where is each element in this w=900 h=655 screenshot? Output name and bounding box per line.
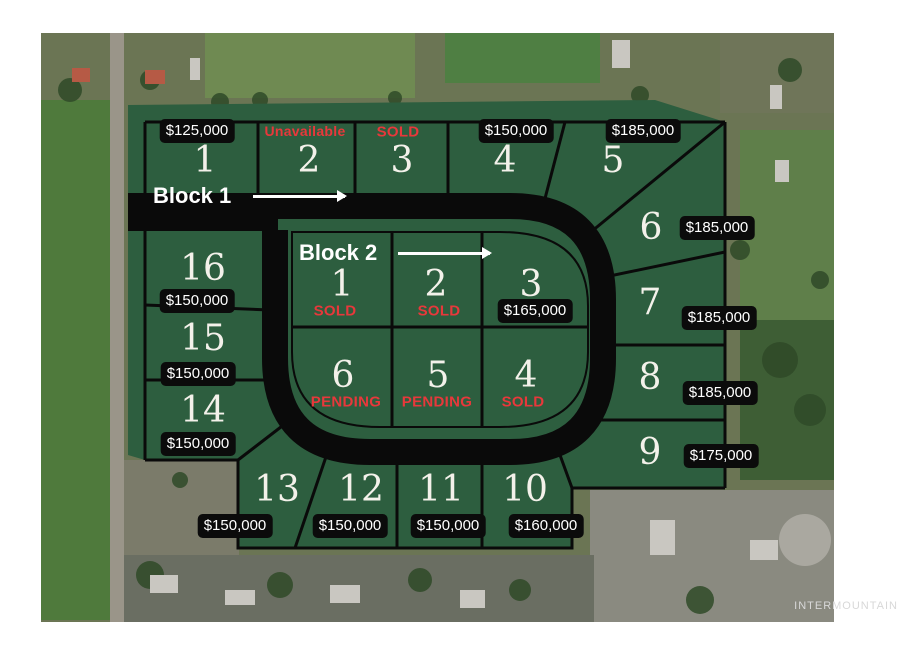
subdivision-map: Block 1 Block 2 1 $125,000 2 Unavailable… [41,33,834,622]
price-tag: $175,000 [683,444,759,468]
status-label: Unavailable [264,123,346,139]
price-tag: $185,000 [682,381,758,405]
lot-number: 14 [180,390,226,431]
lot-number: 9 [638,432,662,473]
lot-number: 3 [519,264,543,305]
price-tag: $185,000 [679,216,755,240]
status-label: SOLD [376,123,420,141]
price-tag: $150,000 [197,514,273,538]
lot-number: 4 [493,140,517,181]
lot-number: 6 [639,207,663,248]
lot-number: 2 [297,140,321,181]
lot-number: 3 [390,140,414,181]
block-2-label: Block 2 [299,240,378,265]
status-label: SOLD [313,302,357,320]
aerial-background [41,33,834,622]
block-1-label: Block 1 [153,183,232,208]
lot-number: 11 [418,469,464,510]
price-tag: $150,000 [410,514,486,538]
lot-number: 15 [180,318,226,359]
lot-number: 2 [424,264,448,305]
price-tag: $185,000 [605,119,681,143]
block-1-arrow-icon [253,190,347,202]
price-tag: $165,000 [497,299,573,323]
lot-number: 4 [514,355,538,396]
price-tag: $150,000 [478,119,554,143]
lot-number: 1 [330,264,354,305]
watermark: INTERMOUNTAIN [794,600,898,612]
lot-number: 6 [331,355,355,396]
price-tag: $150,000 [159,289,235,313]
lot-number: 10 [502,469,548,510]
status-label: PENDING [401,393,473,411]
lot-number: 16 [180,248,226,289]
price-tag: $150,000 [160,362,236,386]
lot-number: 13 [254,469,300,510]
price-tag: $150,000 [160,432,236,456]
price-tag: $160,000 [508,514,584,538]
lot-number: 5 [601,140,625,181]
price-tag: $125,000 [159,119,235,143]
price-tag: $185,000 [681,306,757,330]
lot-number: 12 [338,469,384,510]
lot-number: 1 [193,140,217,181]
status-label: SOLD [417,302,461,320]
lot-number: 7 [638,282,662,323]
lot-number: 8 [638,357,662,398]
status-label: SOLD [501,393,545,411]
block-2-arrow-icon [398,247,492,259]
status-label: PENDING [310,393,382,411]
price-tag: $150,000 [312,514,388,538]
lot-number: 5 [426,355,450,396]
